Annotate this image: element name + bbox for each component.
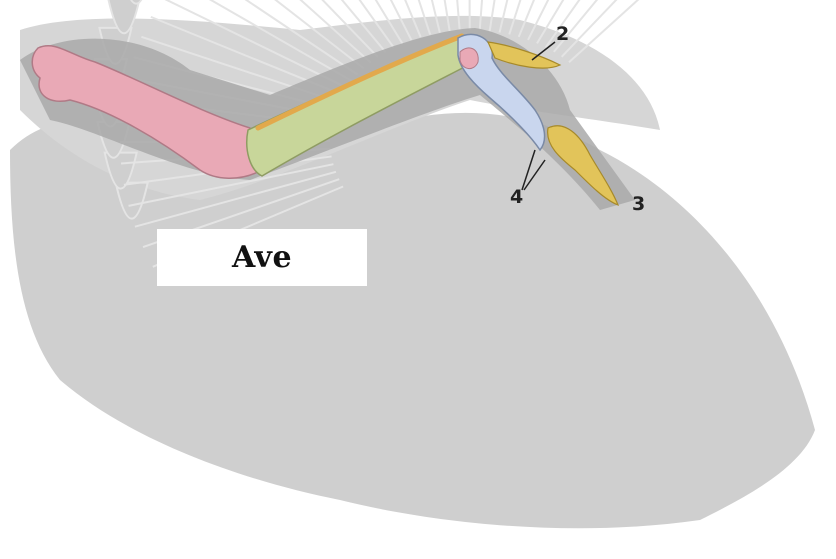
- species-label: Ave: [232, 240, 292, 275]
- callout-4-label: 4: [510, 186, 523, 208]
- callout-3-label: 3: [632, 193, 645, 215]
- wrist-joint: [460, 48, 478, 69]
- species-label-box: Ave: [157, 229, 367, 286]
- callout-2-label: 2: [556, 23, 569, 45]
